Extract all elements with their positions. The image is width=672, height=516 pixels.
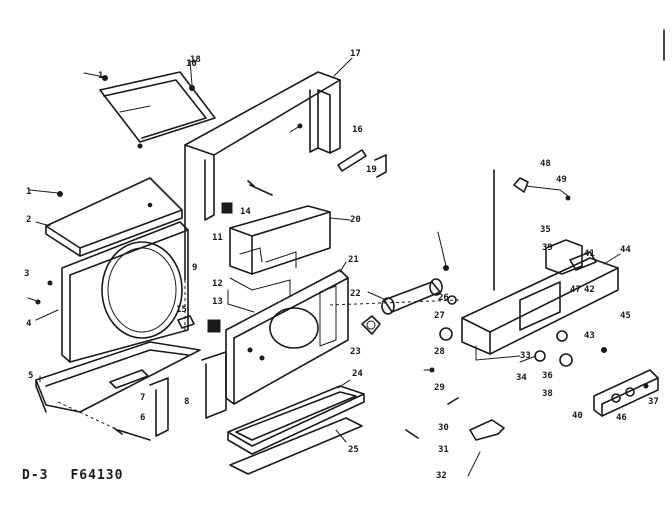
label-23: 23 xyxy=(350,347,361,357)
label-10: 10 xyxy=(186,59,197,69)
small-hardware xyxy=(221,149,387,214)
top-cover xyxy=(29,177,183,257)
label-19: 19 xyxy=(366,165,377,175)
control-part xyxy=(177,315,221,333)
label-41: 41 xyxy=(584,249,595,259)
label-37: 37 xyxy=(648,397,659,407)
label-16: 16 xyxy=(352,125,363,135)
label-18: 18 xyxy=(190,55,201,65)
evaporator-coil xyxy=(227,205,331,313)
electrical-parts xyxy=(534,239,607,367)
label-39: 39 xyxy=(542,243,553,253)
label-34: 34 xyxy=(516,373,527,383)
label-46: 46 xyxy=(616,413,627,423)
label-4: 4 xyxy=(26,319,32,329)
label-42: 42 xyxy=(584,285,595,295)
label-38: 38 xyxy=(542,389,553,399)
label-1: 1 xyxy=(26,187,31,197)
label-44: 44 xyxy=(620,245,631,255)
label-1a: 1 xyxy=(98,71,103,81)
model-number: F64130 xyxy=(70,468,124,483)
label-22: 22 xyxy=(350,289,361,299)
sheet-id: D-3 xyxy=(22,468,49,483)
alignment-lines xyxy=(57,280,461,431)
compressor-base xyxy=(437,169,619,361)
control-panel xyxy=(593,369,659,417)
label-21: 21 xyxy=(348,255,359,265)
label-24: 24 xyxy=(352,369,363,379)
label-30: 30 xyxy=(438,423,449,433)
diagram-caption: D-3 F64130 xyxy=(22,468,145,483)
mount-hardware xyxy=(405,295,505,441)
label-31: 31 xyxy=(438,445,449,455)
label-8: 8 xyxy=(184,397,189,407)
label-48: 48 xyxy=(540,159,551,169)
label-49: 49 xyxy=(556,175,567,185)
label-12: 12 xyxy=(212,279,223,289)
label-28: 28 xyxy=(434,347,445,357)
label-6: 6 xyxy=(140,413,145,423)
front-cabinet xyxy=(27,221,189,363)
label-9: 9 xyxy=(192,263,197,273)
label-27: 27 xyxy=(434,311,445,321)
label-3: 3 xyxy=(24,269,29,279)
part-labels: 1 1 2 3 4 5 6 7 8 9 10 11 12 13 14 15 16… xyxy=(24,49,659,481)
label-47: 47 xyxy=(570,285,581,295)
drain-pan xyxy=(227,385,365,475)
label-29: 29 xyxy=(434,383,445,393)
partition-panel xyxy=(201,269,349,419)
label-11: 11 xyxy=(212,233,223,243)
label-35: 35 xyxy=(540,225,551,235)
label-33: 33 xyxy=(520,351,531,361)
label-13: 13 xyxy=(212,297,223,307)
label-45: 45 xyxy=(620,311,631,321)
wire-clip xyxy=(513,177,571,201)
side-bracket xyxy=(113,377,169,441)
label-14: 14 xyxy=(240,207,251,217)
label-25: 25 xyxy=(348,445,359,455)
fan-motor xyxy=(361,278,443,335)
label-43: 43 xyxy=(584,331,595,341)
label-5: 5 xyxy=(28,371,33,381)
label-26: 26 xyxy=(438,293,449,303)
label-15: 15 xyxy=(176,305,187,315)
label-40: 40 xyxy=(572,411,583,421)
leader-lines xyxy=(35,57,621,477)
label-7: 7 xyxy=(140,393,145,403)
label-17: 17 xyxy=(350,49,361,59)
label-2: 2 xyxy=(26,215,31,225)
rear-top-bracket xyxy=(184,71,341,281)
base-pan xyxy=(35,341,201,413)
label-36: 36 xyxy=(542,371,553,381)
label-20: 20 xyxy=(350,215,361,225)
label-32: 32 xyxy=(436,471,447,481)
top-access-plate xyxy=(83,59,216,149)
